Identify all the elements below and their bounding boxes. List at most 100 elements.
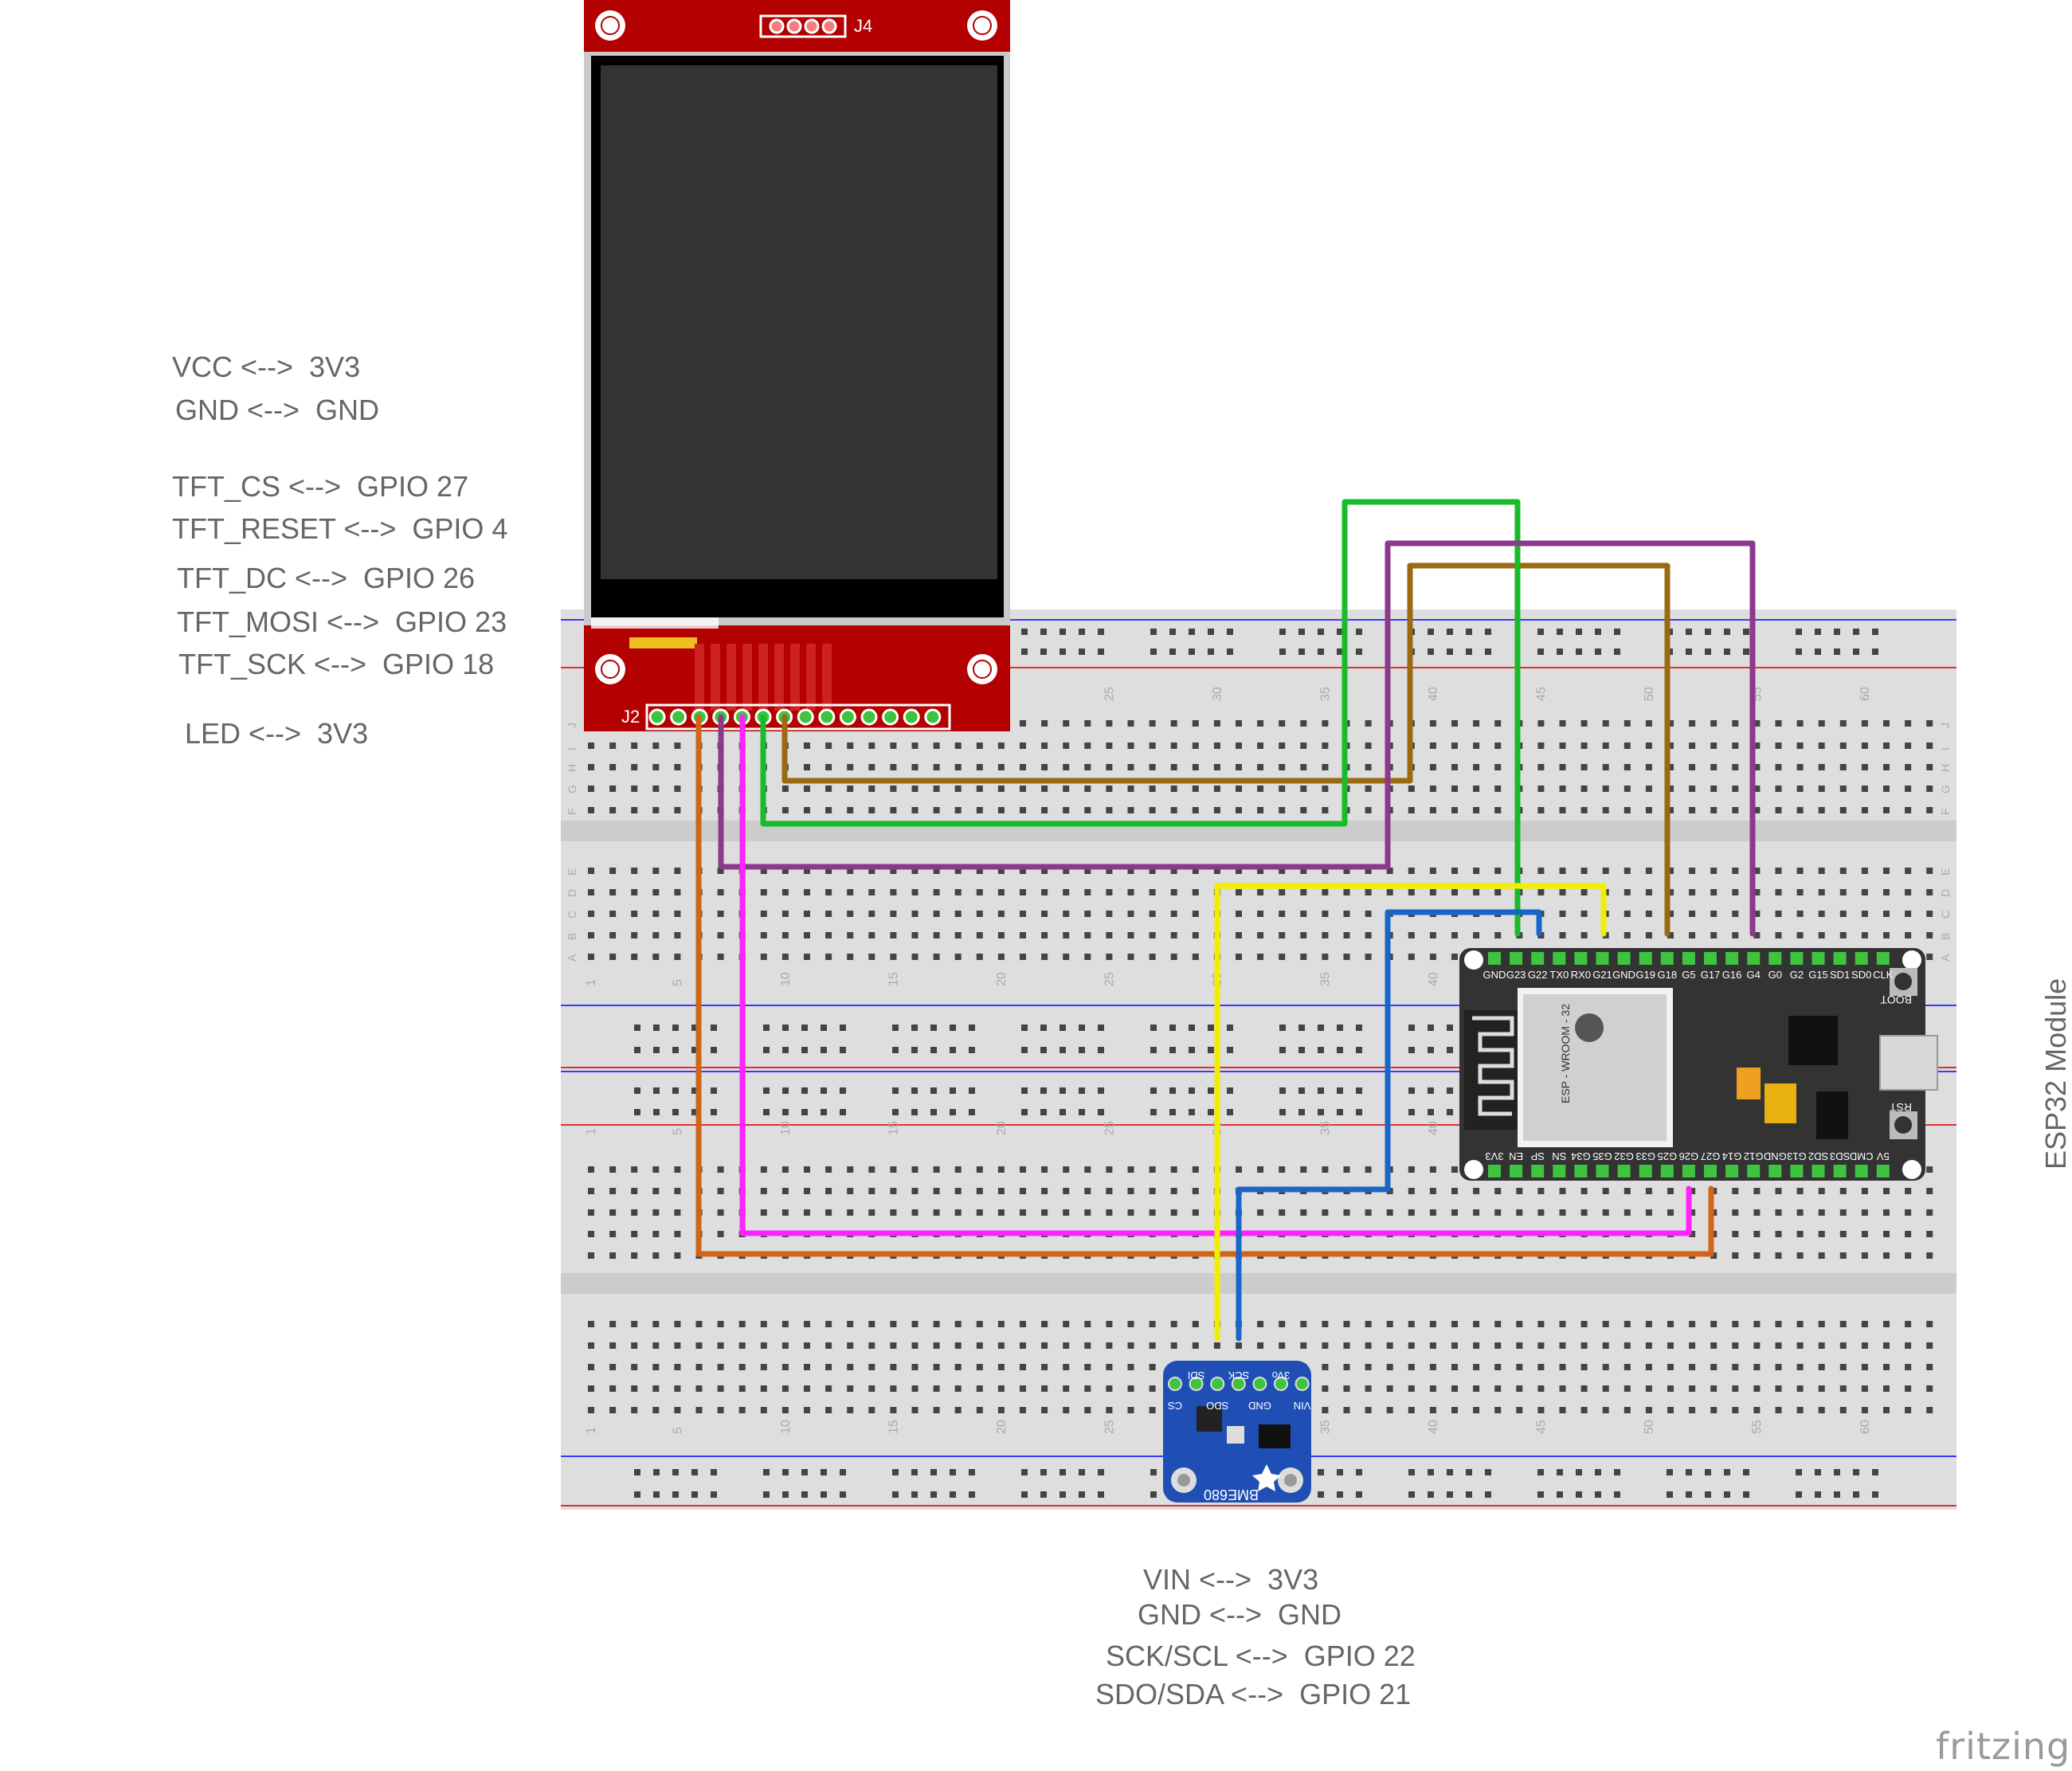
esp32-bottom-pin (1553, 1165, 1566, 1177)
breadboard-hole (1818, 911, 1825, 917)
breadboard-hole (781, 1166, 789, 1173)
breadboard-hole (1343, 1342, 1350, 1349)
breadboard-hole (1602, 786, 1609, 792)
breadboard-hole (1300, 954, 1307, 960)
j2-header (645, 703, 951, 731)
breadboard-hole (1170, 742, 1177, 749)
breadboard-hole (652, 1385, 660, 1392)
breadboard-hole (1753, 764, 1761, 770)
breadboard-hole (1041, 807, 1048, 813)
row-letter: H (1939, 764, 1952, 772)
boot-label: BOOT (1880, 993, 1912, 1006)
breadboard-hole (1861, 1407, 1868, 1413)
breadboard-hole (631, 868, 638, 874)
wire-bme-sda-gpio21 (1214, 883, 1607, 1342)
breadboard-hole (1861, 1188, 1868, 1194)
breadboard-hole (997, 1407, 1005, 1413)
rail-hole (1428, 648, 1434, 655)
rail-hole (1796, 1469, 1802, 1475)
rail-hole (1150, 1047, 1157, 1053)
breadboard-hole (1580, 911, 1588, 917)
breadboard-hole (652, 1364, 660, 1370)
breadboard-hole (954, 868, 962, 874)
breadboard-hole (890, 1342, 897, 1349)
breadboard-hole (1926, 1407, 1933, 1413)
breadboard-hole (1624, 1209, 1631, 1216)
breadboard-hole (1149, 1364, 1156, 1370)
column-number: 1 (585, 1128, 598, 1135)
breadboard-hole (1343, 1321, 1350, 1327)
breadboard-hole (588, 742, 594, 749)
breadboard-hole (1775, 1342, 1782, 1349)
esp32-top-pin-label: G0 (1768, 969, 1782, 981)
rail-hole (1169, 1087, 1176, 1094)
breadboard-hole (631, 1231, 638, 1237)
breadboard-hole (911, 1166, 918, 1173)
breadboard-hole (588, 1231, 594, 1237)
rail-hole (1557, 629, 1563, 635)
rail-hole (672, 1109, 679, 1115)
note-sck-scl: SCK/SCL <--> GPIO 22 (1106, 1640, 1416, 1672)
breadboard-hole (1127, 807, 1134, 813)
breadboard-hole (825, 889, 832, 895)
rail-hole (911, 1109, 918, 1115)
rail-hole (1150, 1087, 1157, 1094)
rail-hole (1337, 1025, 1343, 1031)
breadboard-hole (1106, 1407, 1113, 1413)
column-number: 20 (995, 1121, 1009, 1135)
breadboard-hole (1537, 1407, 1545, 1413)
breadboard-hole (1732, 911, 1739, 917)
breadboard-hole (1667, 1407, 1674, 1413)
breadboard-hole (652, 868, 660, 874)
rail-hole (1428, 1087, 1434, 1094)
breadboard-hole (911, 1209, 918, 1216)
breadboard-hole (911, 1342, 918, 1349)
breadboard-hole (1020, 1385, 1026, 1392)
breadboard-hole (760, 1321, 767, 1327)
rail-hole (1447, 1087, 1453, 1094)
breadboard-hole (847, 954, 854, 960)
breadboard-hole (1451, 1385, 1458, 1392)
breadboard-hole (1839, 1385, 1847, 1392)
breadboard-hole (1537, 868, 1545, 874)
breadboard-hole (1343, 1407, 1350, 1413)
breadboard-hole (804, 1166, 810, 1173)
rail-hole (801, 1469, 808, 1475)
breadboard-hole (1149, 1209, 1156, 1216)
row-letter: C (1939, 911, 1952, 919)
breadboard-hole (1020, 868, 1026, 874)
breadboard-hole (868, 889, 875, 895)
bme680-pin-label: GND (1248, 1400, 1271, 1412)
breadboard-hole (1149, 1321, 1156, 1327)
rail-hole (1021, 1469, 1028, 1475)
breadboard-hole (997, 1209, 1005, 1216)
rail-hole (801, 1047, 808, 1053)
breadboard-hole (976, 954, 983, 960)
rail-hole (1853, 629, 1859, 635)
breadboard-hole (717, 911, 724, 917)
breadboard-hole (804, 954, 810, 960)
breadboard-hole (1883, 807, 1890, 813)
breadboard-hole (1796, 889, 1804, 895)
breadboard-hole (1645, 1385, 1652, 1392)
breadboard-hole (997, 889, 1005, 895)
rail-hole (1227, 1047, 1233, 1053)
breadboard-hole (1494, 1364, 1502, 1370)
breadboard-hole (868, 1342, 875, 1349)
row-letter: F (566, 808, 578, 815)
breadboard-hole (1753, 1385, 1761, 1392)
breadboard-hole (1753, 1209, 1761, 1216)
breadboard-hole (717, 1188, 724, 1194)
breadboard-hole (1689, 1364, 1696, 1370)
rail-hole (1021, 629, 1028, 635)
breadboard-hole (738, 1407, 746, 1413)
tft-screen (601, 65, 997, 579)
breadboard-hole (1192, 742, 1199, 749)
breadboard-hole (1322, 889, 1329, 895)
rail-hole (1337, 1047, 1343, 1053)
breadboard-hole (1861, 742, 1868, 749)
column-number: 10 (779, 972, 793, 986)
breadboard-hole (1839, 1209, 1847, 1216)
mounting-hole-icon (1902, 950, 1921, 970)
breadboard-hole (1667, 1188, 1674, 1194)
